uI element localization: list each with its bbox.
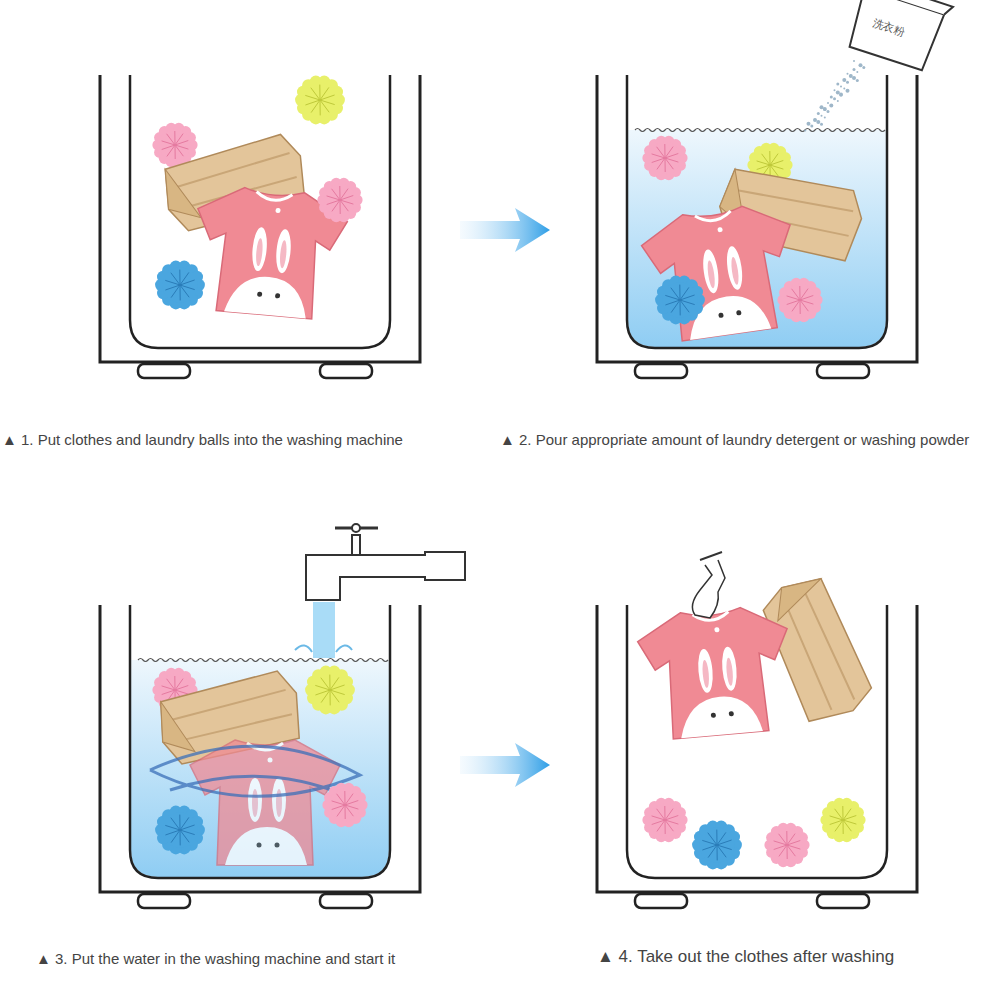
step-caption: ▲ 3. Put the water in the washing machin…: [36, 950, 395, 968]
step-caption: ▲ 1. Put clothes and laundry balls into …: [2, 431, 403, 449]
step-caption: ▲ 4. Take out the clothes after washing: [597, 948, 894, 966]
step-caption: ▲ 2. Pour appropriate amount of laundry …: [500, 431, 969, 449]
